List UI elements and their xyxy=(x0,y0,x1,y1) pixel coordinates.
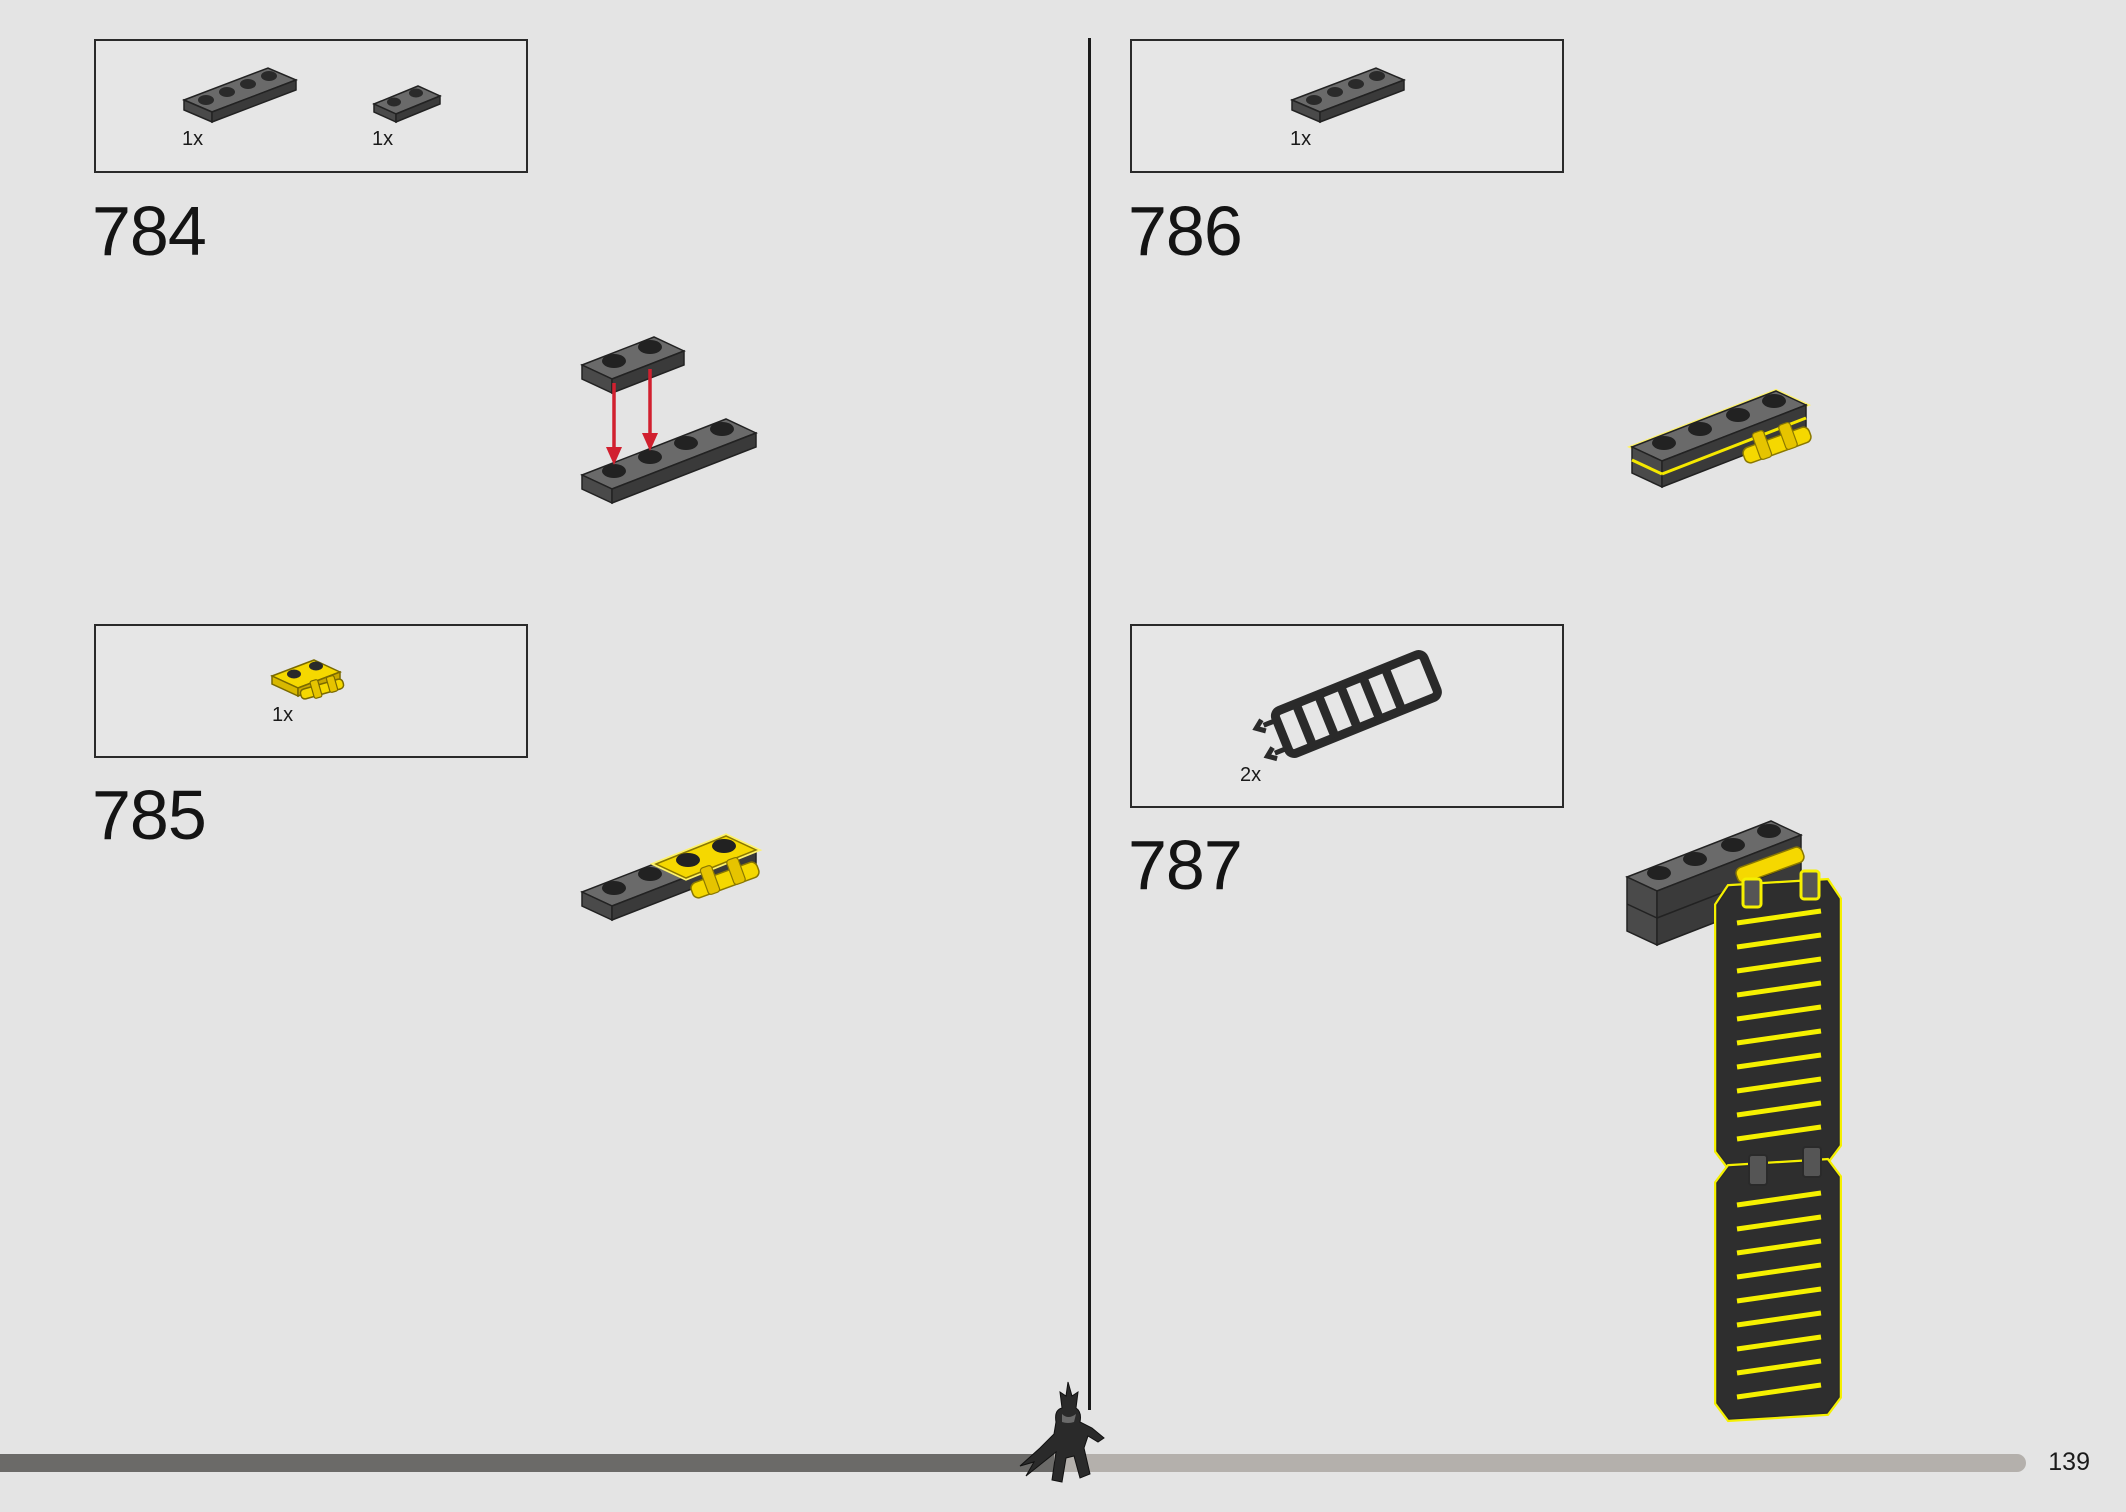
parts-box-787 xyxy=(1130,624,1564,808)
page-number: 139 xyxy=(2048,1448,2090,1476)
plate-1x2-dark-gray-icon xyxy=(372,85,442,124)
step-786-assembly-illustration xyxy=(1626,388,1812,489)
progress-bar-fill xyxy=(0,1454,1054,1472)
part-qty: 2x xyxy=(1240,764,1262,786)
step-number-784: 784 xyxy=(92,192,207,270)
step-number-787: 787 xyxy=(1128,826,1243,904)
step-number-785: 785 xyxy=(92,776,207,854)
arrow-down-icon xyxy=(642,369,658,451)
step-787-assembly-illustration xyxy=(1625,820,1842,1423)
ladder-icon xyxy=(1252,650,1442,762)
step-784-assembly-illustration xyxy=(580,336,758,505)
part-qty: 1x xyxy=(272,704,294,726)
part-qty: 1x xyxy=(1290,128,1312,150)
part-qty: 1x xyxy=(182,128,204,150)
page-divider xyxy=(1088,38,1091,1410)
arrow-down-icon xyxy=(606,383,622,465)
batman-minifigure-icon xyxy=(1019,1381,1105,1483)
step-785-assembly-illustration xyxy=(580,833,763,922)
plate-1x4-dark-gray-icon xyxy=(182,67,298,124)
progress-bar xyxy=(0,1454,2026,1472)
parts-box-784 xyxy=(94,39,528,173)
plate-1x2-clip-yellow-icon xyxy=(270,659,345,700)
plate-1x4-dark-gray-icon xyxy=(1290,67,1406,124)
step-number-786: 786 xyxy=(1128,192,1243,270)
part-qty: 1x xyxy=(372,128,394,150)
